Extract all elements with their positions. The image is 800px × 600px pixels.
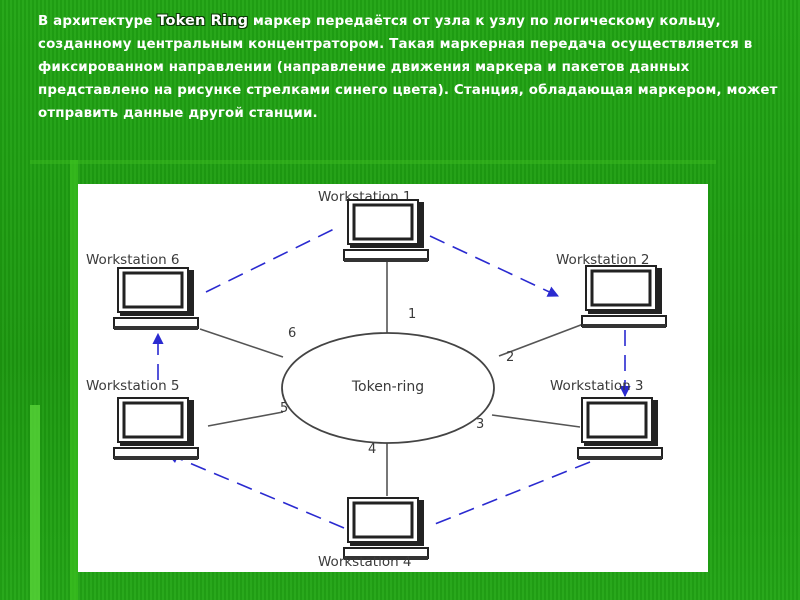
link-number-6: 6 xyxy=(288,326,296,341)
workstation-2-label: Workstation 2 xyxy=(556,252,650,268)
token-ring-hub xyxy=(281,332,495,444)
computer-icon xyxy=(112,266,200,332)
decor-stripe-left xyxy=(70,160,78,600)
computer-icon xyxy=(342,496,430,562)
computer-icon xyxy=(112,396,200,462)
token-flow-arrows xyxy=(152,227,631,529)
workstation-3-label: Workstation 3 xyxy=(550,378,644,394)
workstation-2: Workstation 2 xyxy=(556,252,668,330)
workstation-6-label: Workstation 6 xyxy=(86,252,180,268)
intro-text-before: В архитектуре xyxy=(38,14,158,29)
workstation-5: Workstation 5 xyxy=(86,378,200,462)
workstation-4: Workstation 4 xyxy=(318,496,430,570)
hub-links xyxy=(199,259,587,496)
link-number-4: 4 xyxy=(368,442,376,457)
intro-paragraph: В архитектуре Token Ring маркер передаёт… xyxy=(38,10,778,125)
link-6 xyxy=(199,328,284,358)
link-5 xyxy=(207,411,284,427)
computer-icon xyxy=(342,198,430,264)
token-ring-highlight: Token Ring xyxy=(157,13,249,29)
workstation-5-label: Workstation 5 xyxy=(86,378,180,394)
arrow-3-to-4 xyxy=(429,461,591,527)
intro-text-after: маркер передаётся от узла к узлу по логи… xyxy=(38,14,778,121)
link-number-1: 1 xyxy=(408,307,416,322)
decor-stripe-top xyxy=(30,160,716,164)
token-ring-diagram: Token-ring 1 2 3 4 5 6 Workstation 1 Wor… xyxy=(78,184,708,572)
link-number-5: 5 xyxy=(280,401,288,416)
link-number-3: 3 xyxy=(476,417,484,432)
hub-label: Token-ring xyxy=(351,379,424,395)
computer-icon xyxy=(576,396,664,462)
link-3 xyxy=(491,414,581,428)
link-number-2: 2 xyxy=(506,350,514,365)
arrow-6-to-1 xyxy=(205,227,337,293)
workstation-4-label: Workstation 4 xyxy=(318,554,412,570)
arrow-1-to-2 xyxy=(429,235,560,297)
workstation-3: Workstation 3 xyxy=(550,378,664,462)
diagram-canvas: Token-ring 1 2 3 4 5 6 Workstation 1 Wor… xyxy=(86,189,668,570)
decor-stripe-left-low xyxy=(30,405,40,600)
arrow-4-to-5 xyxy=(166,452,345,529)
workstation-6: Workstation 6 xyxy=(86,252,200,332)
link-2 xyxy=(498,322,587,357)
computer-icon xyxy=(580,264,668,330)
workstation-1: Workstation 1 xyxy=(318,189,430,264)
